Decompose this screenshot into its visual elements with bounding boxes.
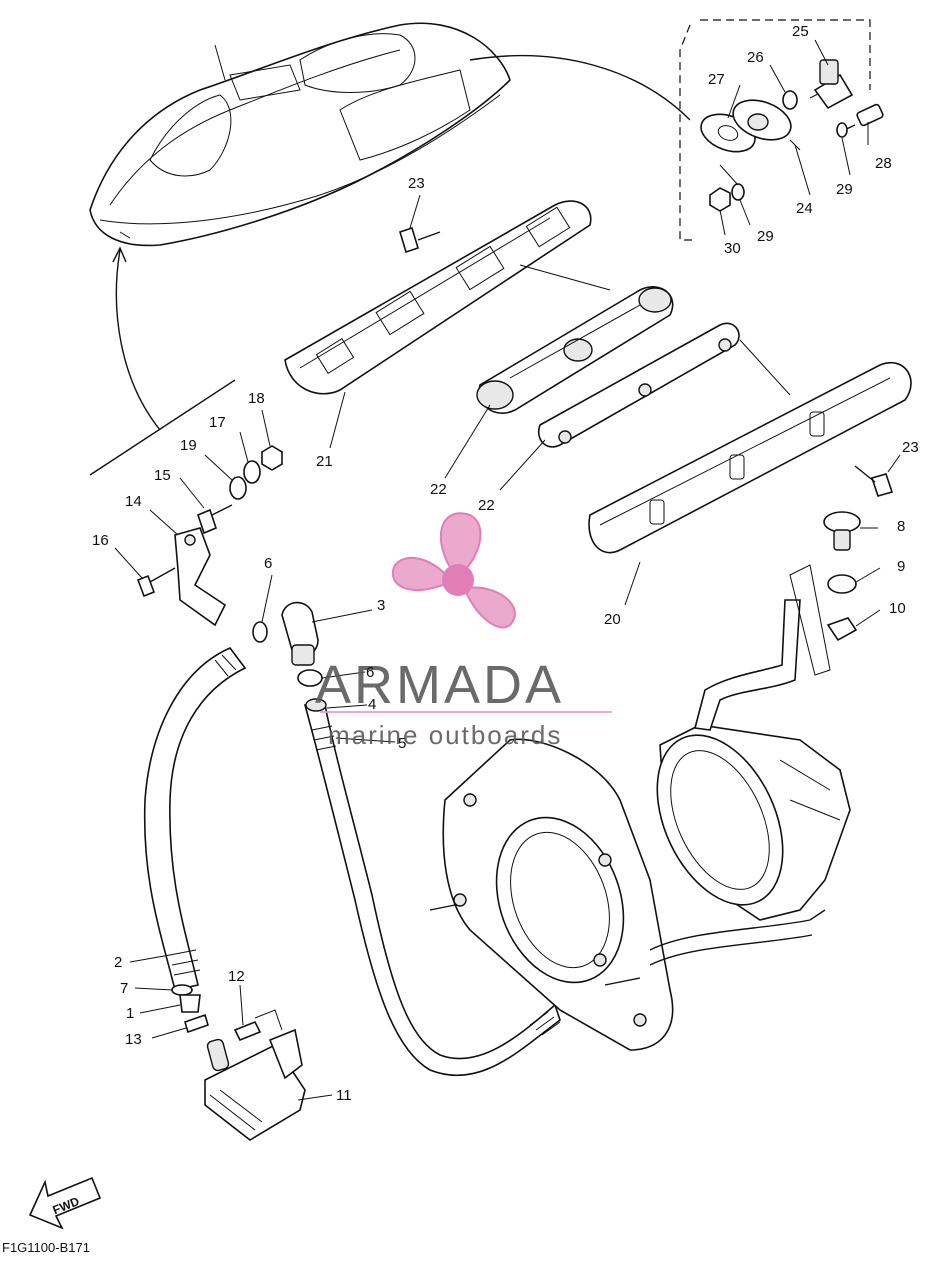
drain-tube xyxy=(693,599,801,731)
callout-label: 28 xyxy=(875,155,892,172)
callout-label: 11 xyxy=(336,1087,352,1104)
callout-label: 29 xyxy=(836,181,853,198)
watermark-brand: ARMADA xyxy=(315,655,564,715)
fitting-13 xyxy=(184,1013,209,1034)
callout-label: 4 xyxy=(368,696,376,713)
bolt-16 xyxy=(136,567,176,598)
callout-label: 2 xyxy=(114,954,122,971)
washer-29-upper xyxy=(836,122,848,138)
watermark-tagline: marine outboards xyxy=(328,720,562,750)
callout-labels: 1 2 3 4 5 6 6 7 8 9 10 11 12 13 14 15 16… xyxy=(92,23,919,1104)
pipe-1 xyxy=(179,994,201,1013)
bracket-22-lower xyxy=(538,322,740,448)
callout-label: 27 xyxy=(708,71,725,88)
callout-label: 25 xyxy=(792,23,809,40)
callout-label: 24 xyxy=(796,200,813,217)
callout-label: 6 xyxy=(264,555,272,572)
callout-label: 5 xyxy=(398,735,406,752)
washer-17 xyxy=(243,460,261,484)
washer-19 xyxy=(229,476,247,500)
watercraft-hull xyxy=(89,22,511,247)
plug-8 xyxy=(823,511,861,551)
armada-watermark: ARMADA marine outboards xyxy=(315,512,612,750)
nozzle-housing xyxy=(656,724,851,921)
o-ring xyxy=(782,90,798,110)
diagram-code: F1G1100-B171 xyxy=(2,1240,90,1255)
callout-label: 7 xyxy=(120,980,128,997)
hose-4-5 xyxy=(303,704,561,1077)
forward-arrow-icon: FWD xyxy=(28,1176,102,1230)
propeller-logo-icon xyxy=(439,512,482,577)
clamp-6-upper xyxy=(252,621,268,643)
washer-29-lower xyxy=(731,183,745,201)
nut-18 xyxy=(261,445,283,471)
callout-label: 21 xyxy=(316,453,333,470)
callout-label: 8 xyxy=(897,518,905,535)
callout-label: 9 xyxy=(897,558,905,575)
washer-9 xyxy=(827,574,857,594)
bolt-15 xyxy=(197,504,233,535)
lower-cover-20 xyxy=(588,362,912,554)
callout-label: 19 xyxy=(180,437,197,454)
callout-label: 12 xyxy=(228,968,245,985)
bracket-22-upper xyxy=(476,286,674,414)
callout-label: 13 xyxy=(125,1031,142,1048)
pump-housing xyxy=(429,738,674,1051)
leader-lines xyxy=(114,39,901,1101)
callout-label: 22 xyxy=(430,481,447,498)
callout-label: 23 xyxy=(902,439,919,456)
callout-label: 18 xyxy=(248,390,265,407)
upper-cover-21 xyxy=(284,200,592,395)
bypass-tube xyxy=(649,909,826,951)
callout-label: 10 xyxy=(889,600,906,617)
callout-label: 30 xyxy=(724,240,741,257)
drain-plug xyxy=(809,59,854,110)
bracket-14 xyxy=(174,527,227,627)
detail-box-outline xyxy=(679,19,871,241)
callout-label: 29 xyxy=(757,228,774,245)
elbow-fitting-3 xyxy=(281,601,319,666)
bolt-23-right xyxy=(854,465,894,497)
callout-label: 6 xyxy=(366,664,374,681)
hull-arrow-line xyxy=(115,249,161,431)
callout-label: 14 xyxy=(125,493,142,510)
callout-label: 20 xyxy=(604,611,621,628)
cover-plate xyxy=(732,99,792,141)
bracket-group-outline xyxy=(89,379,236,476)
fitting-12 xyxy=(233,1020,262,1042)
clamp-7 xyxy=(171,984,193,996)
callout-label: 15 xyxy=(154,467,171,484)
callout-label: 26 xyxy=(747,49,764,66)
hose-2 xyxy=(143,647,247,991)
clip-10 xyxy=(826,617,858,642)
callout-label: 1 xyxy=(126,1005,134,1022)
callout-label: 23 xyxy=(408,175,425,192)
callout-label: 17 xyxy=(209,414,226,431)
callout-label: 3 xyxy=(377,597,385,614)
callout-label: 22 xyxy=(478,497,495,514)
callout-label: 16 xyxy=(92,532,109,549)
control-module-11 xyxy=(204,1028,306,1141)
bolt-23-top xyxy=(399,226,441,254)
nut-30 xyxy=(709,187,731,212)
hose-route-line xyxy=(469,54,691,121)
